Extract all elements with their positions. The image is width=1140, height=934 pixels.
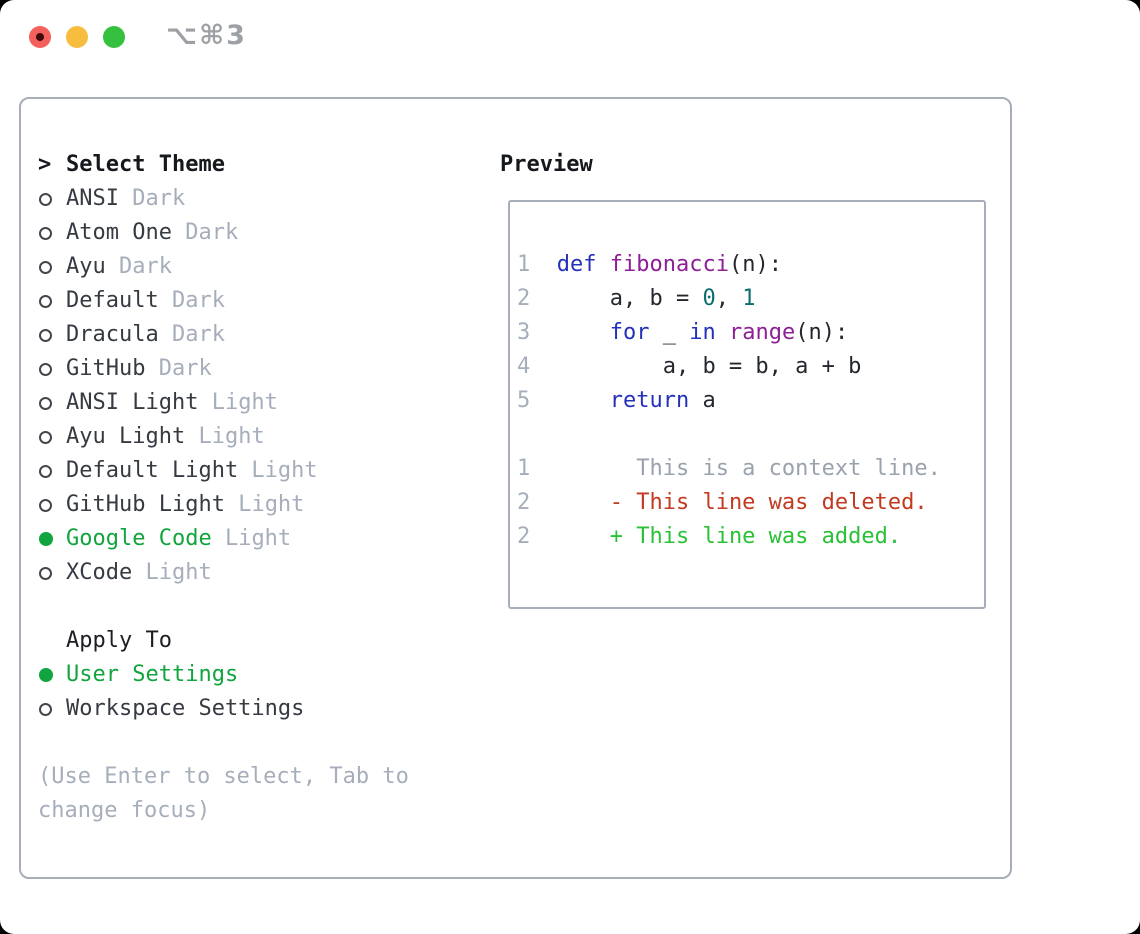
- theme-item-ansi-dark[interactable]: ANSI Dark: [38, 182, 462, 216]
- select-theme-title: Select Theme: [66, 152, 225, 177]
- theme-item-github-dark[interactable]: GitHub Dark: [38, 352, 462, 386]
- preview-pane: 1 def fibonacci(n): 2 a, b = 0, 1 3 for _ …: [508, 200, 986, 609]
- radio-icon: [38, 396, 66, 410]
- theme-item-ansi-light[interactable]: ANSI Light Light: [38, 386, 462, 420]
- apply-to-option-user-settings[interactable]: User Settings: [38, 658, 462, 692]
- theme-variant-label: Dark: [158, 322, 225, 347]
- theme-item-xcode-light[interactable]: XCode Light: [38, 556, 462, 590]
- apply-to-option-label: Workspace Settings: [66, 696, 305, 721]
- theme-item-label: ANSI Light: [66, 390, 199, 415]
- theme-item-label: Default: [66, 288, 159, 313]
- window-title-shortcut: ⌥⌘3: [166, 20, 247, 51]
- theme-variant-label: Dark: [105, 254, 172, 279]
- code-line: 2 + This line was added.: [517, 524, 902, 549]
- theme-item-default-light[interactable]: Default Light Light: [38, 454, 462, 488]
- radio-icon: [38, 362, 66, 376]
- theme-item-label: Dracula: [66, 322, 159, 347]
- theme-item-github-light[interactable]: GitHub Light Light: [38, 488, 462, 522]
- theme-variant-label: Light: [132, 560, 212, 585]
- theme-variant-label: Light: [238, 458, 318, 483]
- apply-to-option-workspace-settings[interactable]: Workspace Settings: [38, 692, 462, 726]
- theme-item-label: GitHub Light: [66, 492, 225, 517]
- theme-item-label: XCode: [66, 560, 133, 585]
- zoom-button[interactable]: [103, 26, 125, 48]
- code-line: 1 def fibonacci(n):: [517, 252, 782, 277]
- radio-icon: [38, 430, 66, 444]
- theme-item-label: Ayu Light: [66, 424, 186, 449]
- theme-item-label: Default Light: [66, 458, 239, 483]
- theme-item-atom-one-dark[interactable]: Atom One Dark: [38, 216, 462, 250]
- select-theme-header: > Select Theme: [38, 148, 462, 182]
- radio-icon: [38, 464, 66, 478]
- theme-item-label: Google Code: [66, 526, 212, 551]
- radio-icon: [38, 566, 66, 580]
- theme-variant-label: Light: [185, 424, 265, 449]
- radio-icon: [38, 498, 66, 512]
- apply-to-option-label: User Settings: [66, 662, 239, 687]
- theme-variant-label: Dark: [158, 288, 225, 313]
- radio-selected-icon: [38, 532, 66, 546]
- theme-variant-label: Light: [224, 492, 305, 517]
- theme-item-ayu-dark[interactable]: Ayu Dark: [38, 250, 462, 284]
- list-gap: [38, 590, 462, 624]
- code-line: 4 a, b = b, a + b: [517, 354, 862, 379]
- theme-variant-label: Dark: [145, 356, 212, 381]
- apply-to-title: Apply To: [66, 628, 172, 653]
- radio-icon: [38, 702, 66, 716]
- theme-item-label: GitHub: [66, 356, 146, 381]
- theme-item-label: Atom One: [66, 220, 172, 245]
- minimize-button[interactable]: [66, 26, 88, 48]
- theme-item-default-dark[interactable]: Default Dark: [38, 284, 462, 318]
- code-line: 2 - This line was deleted.: [517, 490, 928, 515]
- radio-icon: [38, 226, 66, 240]
- radio-icon: [38, 294, 66, 308]
- keyboard-hint: (Use Enter to select, Tab to change focu…: [38, 764, 409, 823]
- theme-item-google-code-light[interactable]: Google Code Light: [38, 522, 462, 556]
- theme-item-ayu-light[interactable]: Ayu Light Light: [38, 420, 462, 454]
- radio-selected-icon: [38, 668, 66, 682]
- focus-caret-icon: >: [38, 152, 52, 177]
- close-button[interactable]: [29, 26, 51, 48]
- code-line: 3 for _ in range(n):: [517, 320, 849, 345]
- radio-icon: [38, 328, 66, 342]
- code-line: 5 return a: [517, 388, 716, 413]
- theme-variant-label: Light: [211, 526, 292, 551]
- theme-item-label: Ayu: [66, 254, 106, 279]
- preview-title: Preview: [500, 152, 593, 177]
- code-line: 2 a, b = 0, 1: [517, 286, 756, 311]
- close-dot-icon: [36, 33, 44, 41]
- radio-icon: [38, 192, 66, 206]
- code-line: [517, 418, 984, 452]
- theme-variant-label: Dark: [118, 186, 186, 211]
- titlebar: ⌥⌘3: [0, 0, 1140, 70]
- theme-variant-label: Light: [198, 390, 278, 415]
- theme-item-label: ANSI: [66, 186, 119, 211]
- theme-variant-label: Dark: [171, 220, 239, 245]
- code-line: 1 This is a context line.: [517, 456, 941, 481]
- theme-item-dracula-dark[interactable]: Dracula Dark: [38, 318, 462, 352]
- radio-icon: [38, 260, 66, 274]
- code-preview: 1 def fibonacci(n): 2 a, b = 0, 1 3 for _ …: [510, 202, 984, 554]
